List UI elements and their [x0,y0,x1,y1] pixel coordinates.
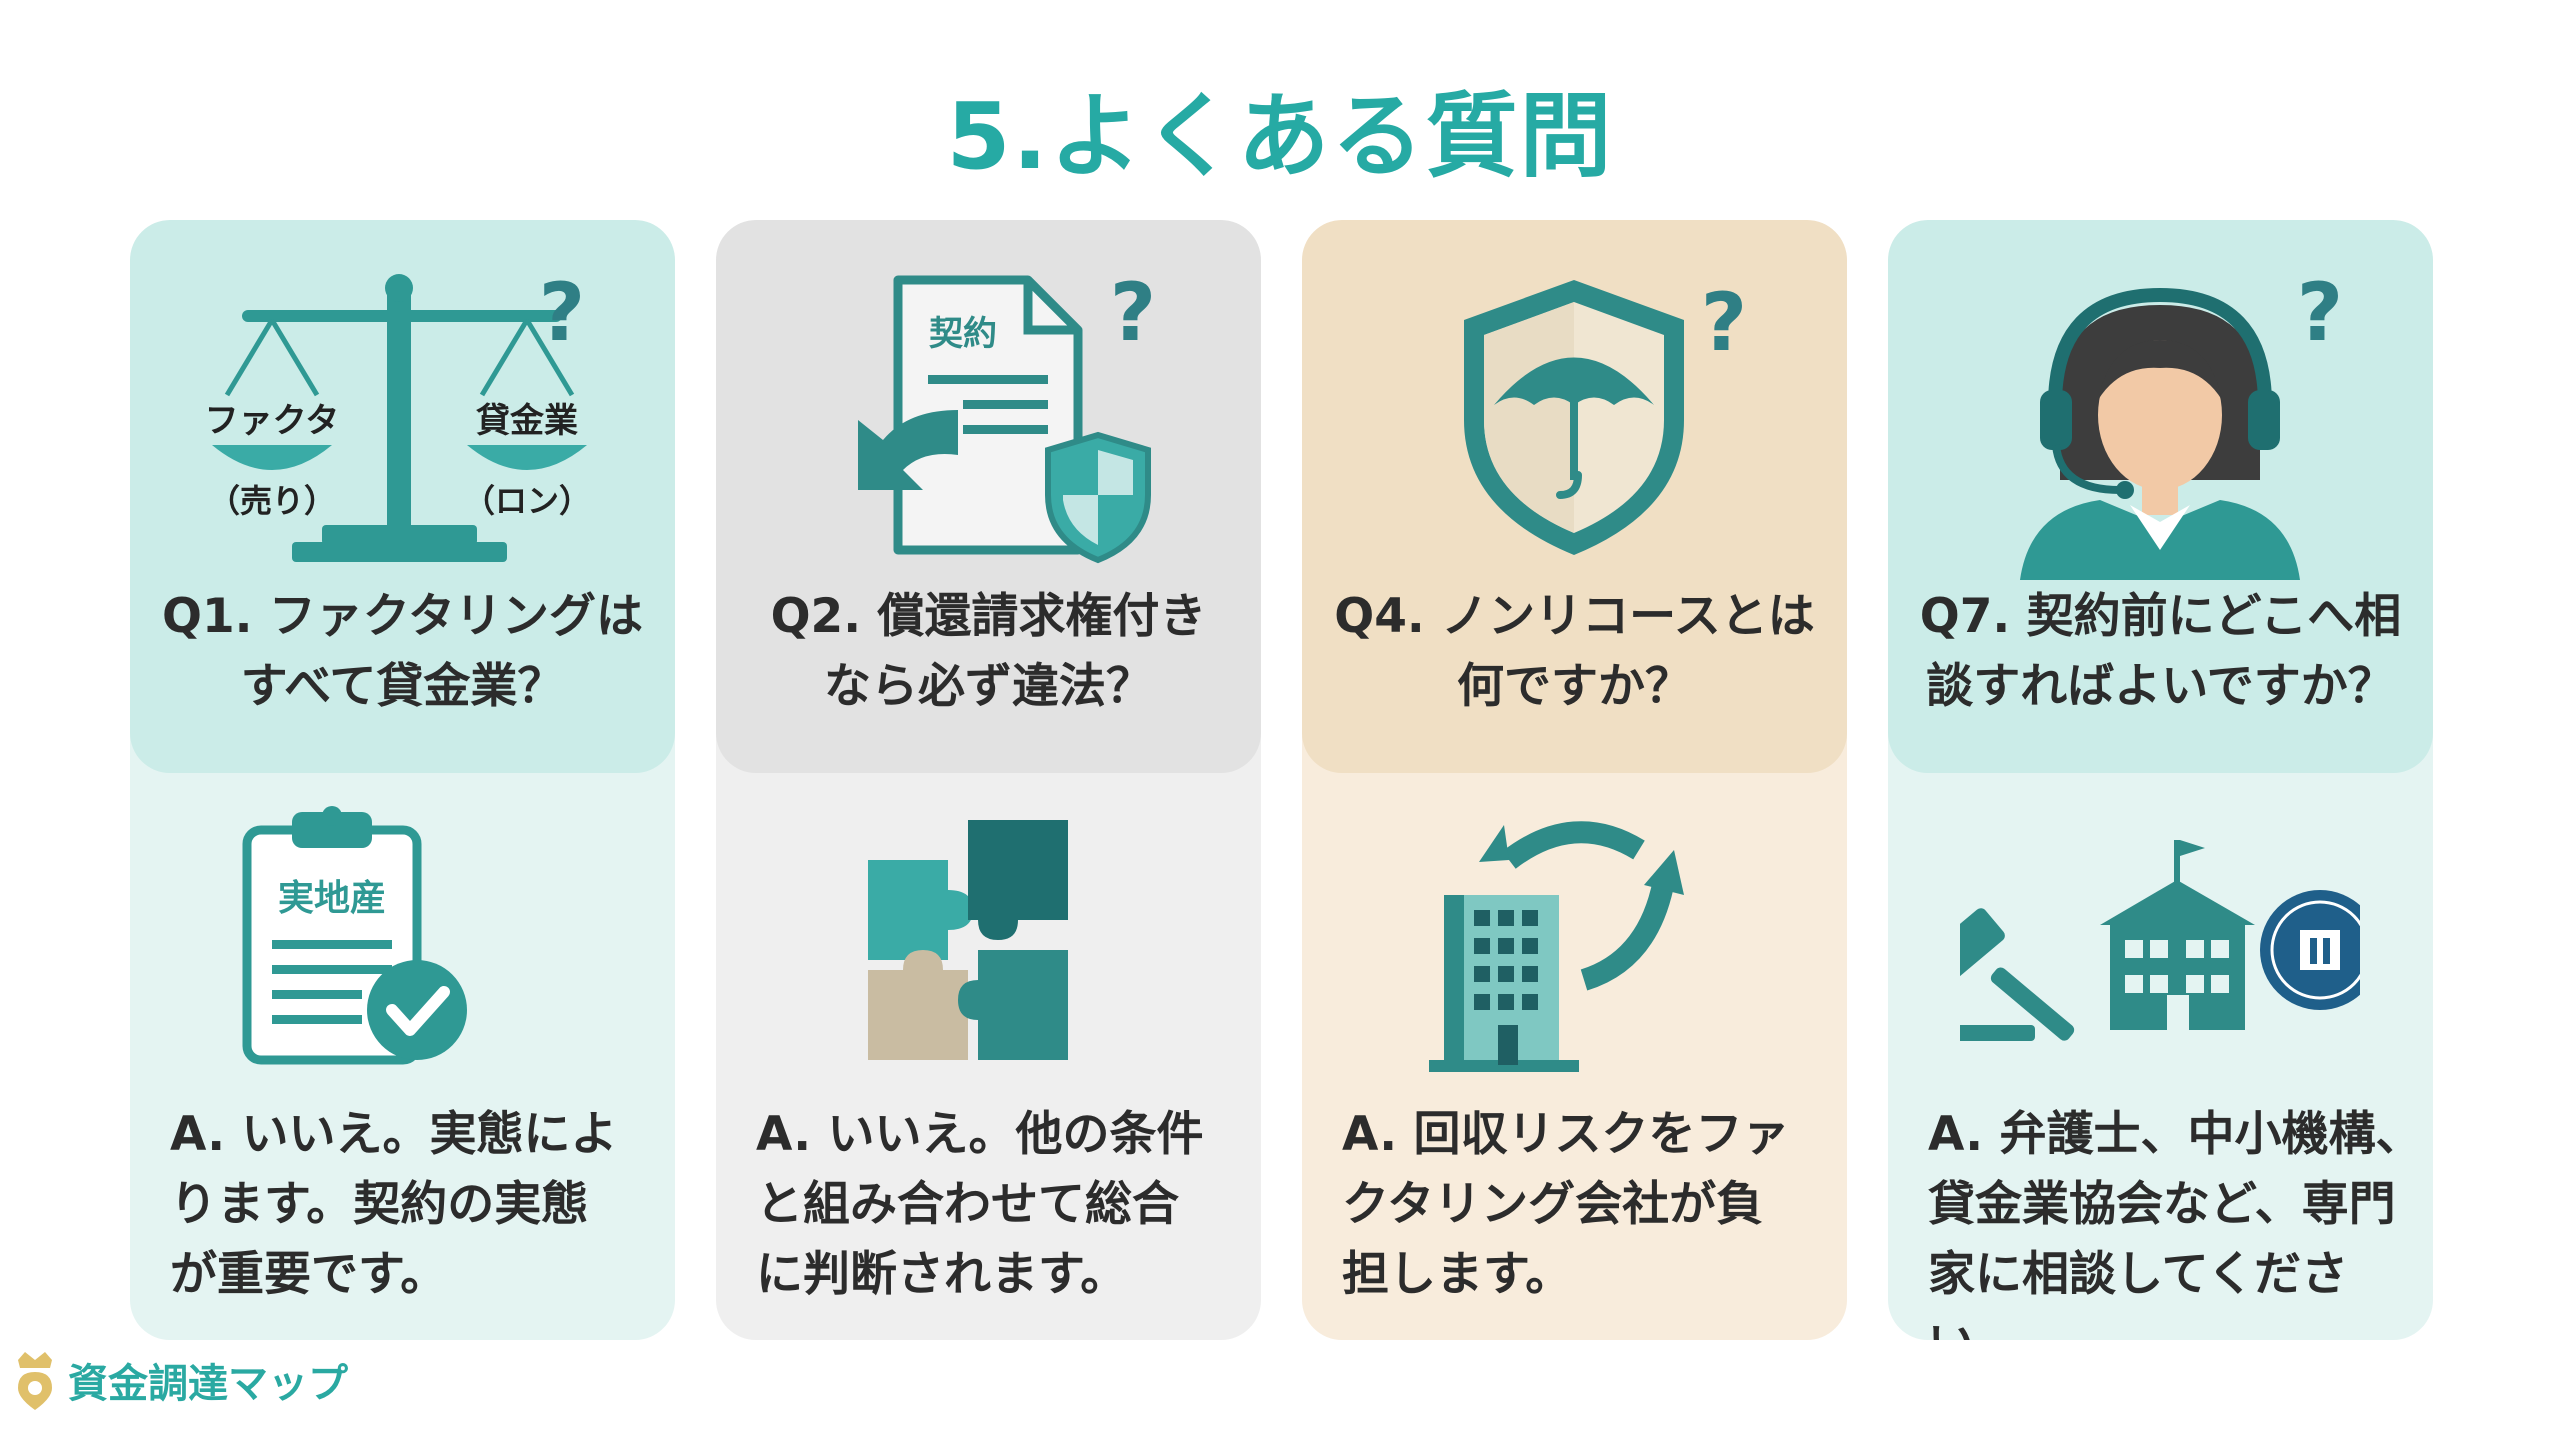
question-line: なら必ず違法？ [824,659,1153,714]
question-line: Q4. ノンリコースとは [1334,589,1815,644]
question-text: Q2. 償還請求権付き なら必ず違法？ [736,582,1241,722]
question-mark-icon: ? [539,266,585,359]
answer-line: 貸金業協会など、専門 [1928,1177,2396,1232]
question-mark-icon: ? [1701,276,1747,369]
balance-scale-icon: ファクタ 貸金業 （売り） （ロン） ? [205,266,591,562]
contract-label: 契約 [929,314,997,354]
scale-right-sublabel: （ロン） [463,482,591,520]
association-seal-icon [2260,890,2360,1010]
scale-left-label: ファクタ [205,401,340,441]
answer-text: A. いいえ。他の条件 と組み合わせて総合 に判断されます。 [756,1100,1256,1310]
question-text: Q7. 契約前にどこへ相 談すればよいですか？ [1908,582,2413,722]
puzzle-icon [868,820,1068,1060]
school-building-icon [2100,840,2255,1030]
faq-card-4: ? Q7. 契約前にどこへ相 談すればよいですか？ [1888,220,2433,1340]
answer-line: が重要です。 [170,1247,448,1302]
building-arrows-icon [1429,821,1684,1072]
question-line: Q7. 契約前にどこへ相 [1919,589,2402,644]
brand-logo[interactable]: 資金調達マップ [10,1348,348,1412]
question-line: Q2. 償還請求権付き [770,589,1207,644]
gavel-building-seal-icon [1960,840,2360,1041]
faq-card-1: ファクタ 貸金業 （売り） （ロン） ? Q1. ファクタリングは すべて貸金業… [130,220,675,1340]
answer-text: A. いいえ。実態によ ります。契約の実態 が重要です。 [170,1100,670,1310]
scale-left-sublabel: （売り） [208,482,336,520]
page-title: 5.よくある質問 [946,83,1614,190]
answer-line: と組み合わせて総合 [756,1177,1179,1232]
contract-shield-icon: 契約 ? [858,266,1156,564]
clipboard-check-icon: 実地産 [242,806,467,1065]
answer-text: A. 弁護士、中小機構、 貸金業協会など、専門 家に相談してください。 [1928,1100,2428,1340]
answer-line: 担します。 [1342,1247,1573,1302]
question-line: すべて貸金業？ [240,659,565,714]
answer-line: ります。契約の実態 [170,1177,589,1232]
answer-line: に判断されます。 [756,1247,1128,1302]
question-line: 何ですか？ [1457,659,1692,714]
question-line: 談すればよいですか？ [1926,659,2395,714]
answer-line: A. 弁護士、中小機構、 [1928,1107,2423,1162]
answer-line: A. いいえ。実態によ [170,1107,618,1162]
answer-line: A. 回収リスクをファ [1342,1107,1790,1162]
clipboard-label: 実地産 [278,878,386,919]
question-mark-icon: ? [1110,266,1156,359]
umbrella-shield-icon: ? [1464,276,1747,555]
question-line: Q1. ファクタリングは [162,589,643,644]
support-operator-icon: ? [2020,266,2343,580]
question-mark-icon: ? [2297,266,2343,359]
question-text: Q4. ノンリコースとは 何ですか？ [1322,582,1827,722]
logo-text: 資金調達マップ [68,1361,348,1407]
gavel-icon [1960,908,2075,1041]
faq-card-3: ? Q4. ノンリコースとは 何ですか？ A. 回収リスクをファ クタリング会社… [1302,220,1847,1340]
question-text: Q1. ファクタリングは すべて貸金業？ [150,582,655,722]
answer-text: A. 回収リスクをファ クタリング会社が負 担します。 [1342,1100,1842,1310]
answer-line: A. いいえ。他の条件 [756,1107,1204,1162]
answer-line: クタリング会社が負 [1342,1177,1764,1232]
map-pin-crown-icon [18,1352,52,1410]
faq-card-2: 契約 ? Q2. 償還請求権付き なら必ず違法？ A. いいえ。他の条件 と組み… [716,220,1261,1340]
answer-line: 家に相談してください。 [1928,1247,2349,1340]
scale-right-label: 貸金業 [476,401,578,441]
